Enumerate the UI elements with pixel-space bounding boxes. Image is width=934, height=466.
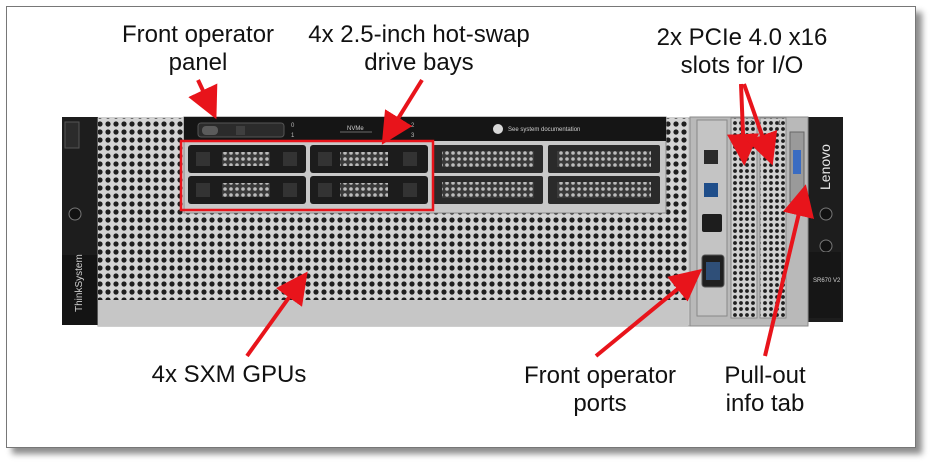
arrow-sxm-gpus — [245, 271, 308, 358]
bay-2-label: 2 — [411, 123, 415, 129]
callout-pull-out-info-tab: Pull-out info tab — [706, 362, 824, 418]
arrow-pcie-slot-2 — [727, 83, 760, 166]
callout-sxm-gpus: 4x SXM GPUs — [136, 361, 322, 389]
documentation-icon — [493, 124, 503, 134]
arrow-front-operator-ports — [594, 268, 703, 358]
thinksystem-label: ThinkSystem — [74, 254, 85, 312]
callout-line: 4x 2.5-inch hot-swap — [308, 21, 530, 48]
drive-bay-filler — [548, 145, 660, 173]
id-button-icon — [236, 126, 245, 135]
callout-drive-bays: 4x 2.5-inch hot-swap drive bays — [292, 21, 546, 77]
callout-line: Front operator — [121, 21, 275, 48]
right-rack-ear — [807, 117, 843, 322]
slot-1-label: 1 — [778, 121, 782, 127]
arrow-pcie-slot-1 — [742, 83, 778, 166]
callout-line: Pull-out — [724, 362, 806, 389]
drive-bay — [188, 145, 306, 173]
arrow-pull-out-info-tab — [763, 184, 815, 357]
see-docs-label: See system documentation — [508, 127, 580, 133]
model-label: SR670 V2 — [813, 278, 841, 284]
drive-bay — [188, 176, 306, 204]
callout-front-operator-panel: Front operator panel — [105, 21, 291, 77]
drive-bay-filler — [548, 176, 660, 204]
usb3-port-icon — [704, 183, 718, 197]
lenovo-logo: Lenovo — [817, 144, 833, 190]
bay-1-label: 1 — [291, 133, 295, 139]
drive-bay — [310, 176, 428, 204]
callout-line: info tab — [725, 390, 805, 417]
callout-line: panel — [168, 49, 228, 76]
drive-bay — [310, 145, 428, 173]
callout-line: drive bays — [364, 49, 474, 76]
callout-line: 2x PCIe 4.0 x16 — [656, 24, 828, 51]
callout-line: Front operator — [523, 362, 677, 389]
nvme-label: NVMe — [347, 126, 364, 132]
slot-2-label: 2 — [750, 121, 754, 127]
drive-bay-filler — [433, 176, 543, 204]
bay-0-label: 0 — [291, 123, 295, 129]
left-rack-ear — [62, 117, 98, 325]
ethernet-port-icon — [702, 214, 722, 232]
drive-bays — [188, 145, 660, 204]
callout-pcie-slots: 2x PCIe 4.0 x16 slots for I/O — [640, 24, 844, 80]
callout-line: ports — [573, 390, 627, 417]
usb-port-icon — [704, 150, 718, 164]
power-button-icon — [202, 126, 218, 135]
callout-line: slots for I/O — [680, 52, 804, 79]
arrow-drive-bays — [381, 78, 424, 145]
info-tab-handle-icon — [793, 150, 801, 174]
callout-line: 4x SXM GPUs — [151, 361, 307, 388]
drive-bay-filler — [433, 145, 543, 173]
bay-3-label: 3 — [411, 133, 415, 139]
callout-front-operator-ports: Front operator ports — [506, 362, 694, 418]
callout-arrows — [188, 78, 815, 358]
arrow-front-operator-panel — [188, 79, 218, 120]
drive-bays-highlight — [179, 139, 435, 212]
